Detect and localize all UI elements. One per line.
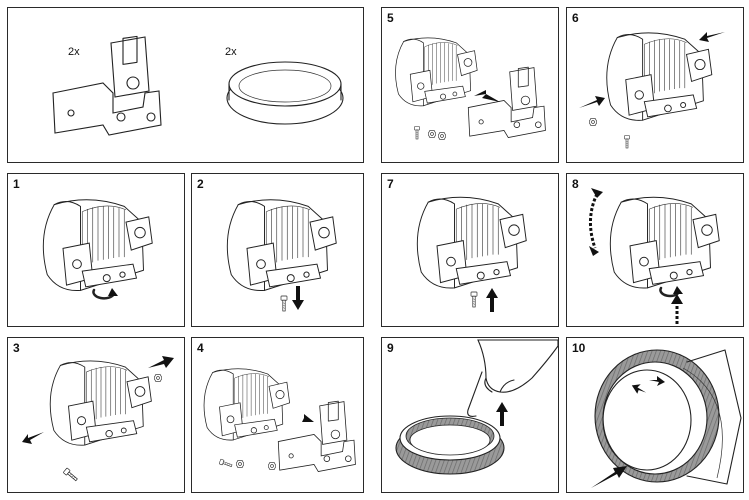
tape-ring — [395, 415, 505, 475]
step-number: 7 — [387, 177, 394, 191]
step-number: 9 — [387, 341, 394, 355]
step-1-drawing — [42, 199, 153, 300]
step-3-drawing — [22, 356, 174, 483]
step-number: 5 — [387, 11, 394, 25]
step-6-drawing — [579, 32, 725, 149]
step-panel-8: 8 — [566, 173, 744, 327]
step-panel-7: 7 — [381, 173, 559, 327]
adapter-ring — [594, 349, 742, 485]
arrow-icon — [22, 432, 44, 444]
step-7-drawing — [416, 196, 527, 312]
arrow-icon — [292, 286, 304, 310]
ring-quantity: 2x — [225, 46, 237, 58]
step-9-drawing — [395, 339, 558, 475]
arrow-icon — [591, 466, 627, 488]
parts-panel: 2x 2x — [7, 7, 364, 163]
step-number: 3 — [13, 341, 20, 355]
arrow-icon — [579, 96, 605, 108]
step-number: 2 — [197, 177, 204, 191]
step-panel-5: 5 — [381, 7, 559, 163]
arrow-icon — [496, 402, 508, 426]
step-2-drawing — [226, 199, 337, 312]
step-panel-4: 4 — [191, 337, 364, 493]
arrow-icon — [649, 376, 665, 386]
step-number: 8 — [572, 177, 579, 191]
step-panel-9: 9 — [381, 337, 559, 493]
step-panel-1: 1 — [7, 173, 185, 327]
rotate-icon — [659, 286, 683, 298]
step-4-drawing — [203, 368, 356, 472]
arrow-icon — [699, 32, 725, 42]
step-8-drawing — [589, 188, 720, 324]
parts-drawing — [52, 35, 344, 136]
bracket-quantity: 2x — [68, 46, 80, 58]
arrow-icon — [631, 384, 647, 394]
adapter-ring — [226, 61, 344, 125]
arrow-icon — [288, 412, 314, 422]
step-10-drawing — [591, 349, 742, 488]
hand-icon — [467, 339, 558, 417]
step-5-drawing — [395, 37, 546, 140]
rotate-icon — [92, 288, 118, 300]
step-panel-2: 2 — [191, 173, 364, 327]
step-panel-6: 6 — [566, 7, 744, 163]
tilt-icon — [589, 188, 603, 256]
step-number: 1 — [13, 177, 20, 191]
step-number: 6 — [572, 11, 579, 25]
arrow-icon — [474, 90, 500, 102]
arrow-icon — [148, 356, 174, 368]
arrow-icon — [486, 288, 498, 312]
step-panel-10: 10 — [566, 337, 744, 493]
step-number: 4 — [197, 341, 204, 355]
step-number: 10 — [572, 341, 586, 355]
step-panel-3: 3 — [7, 337, 185, 493]
